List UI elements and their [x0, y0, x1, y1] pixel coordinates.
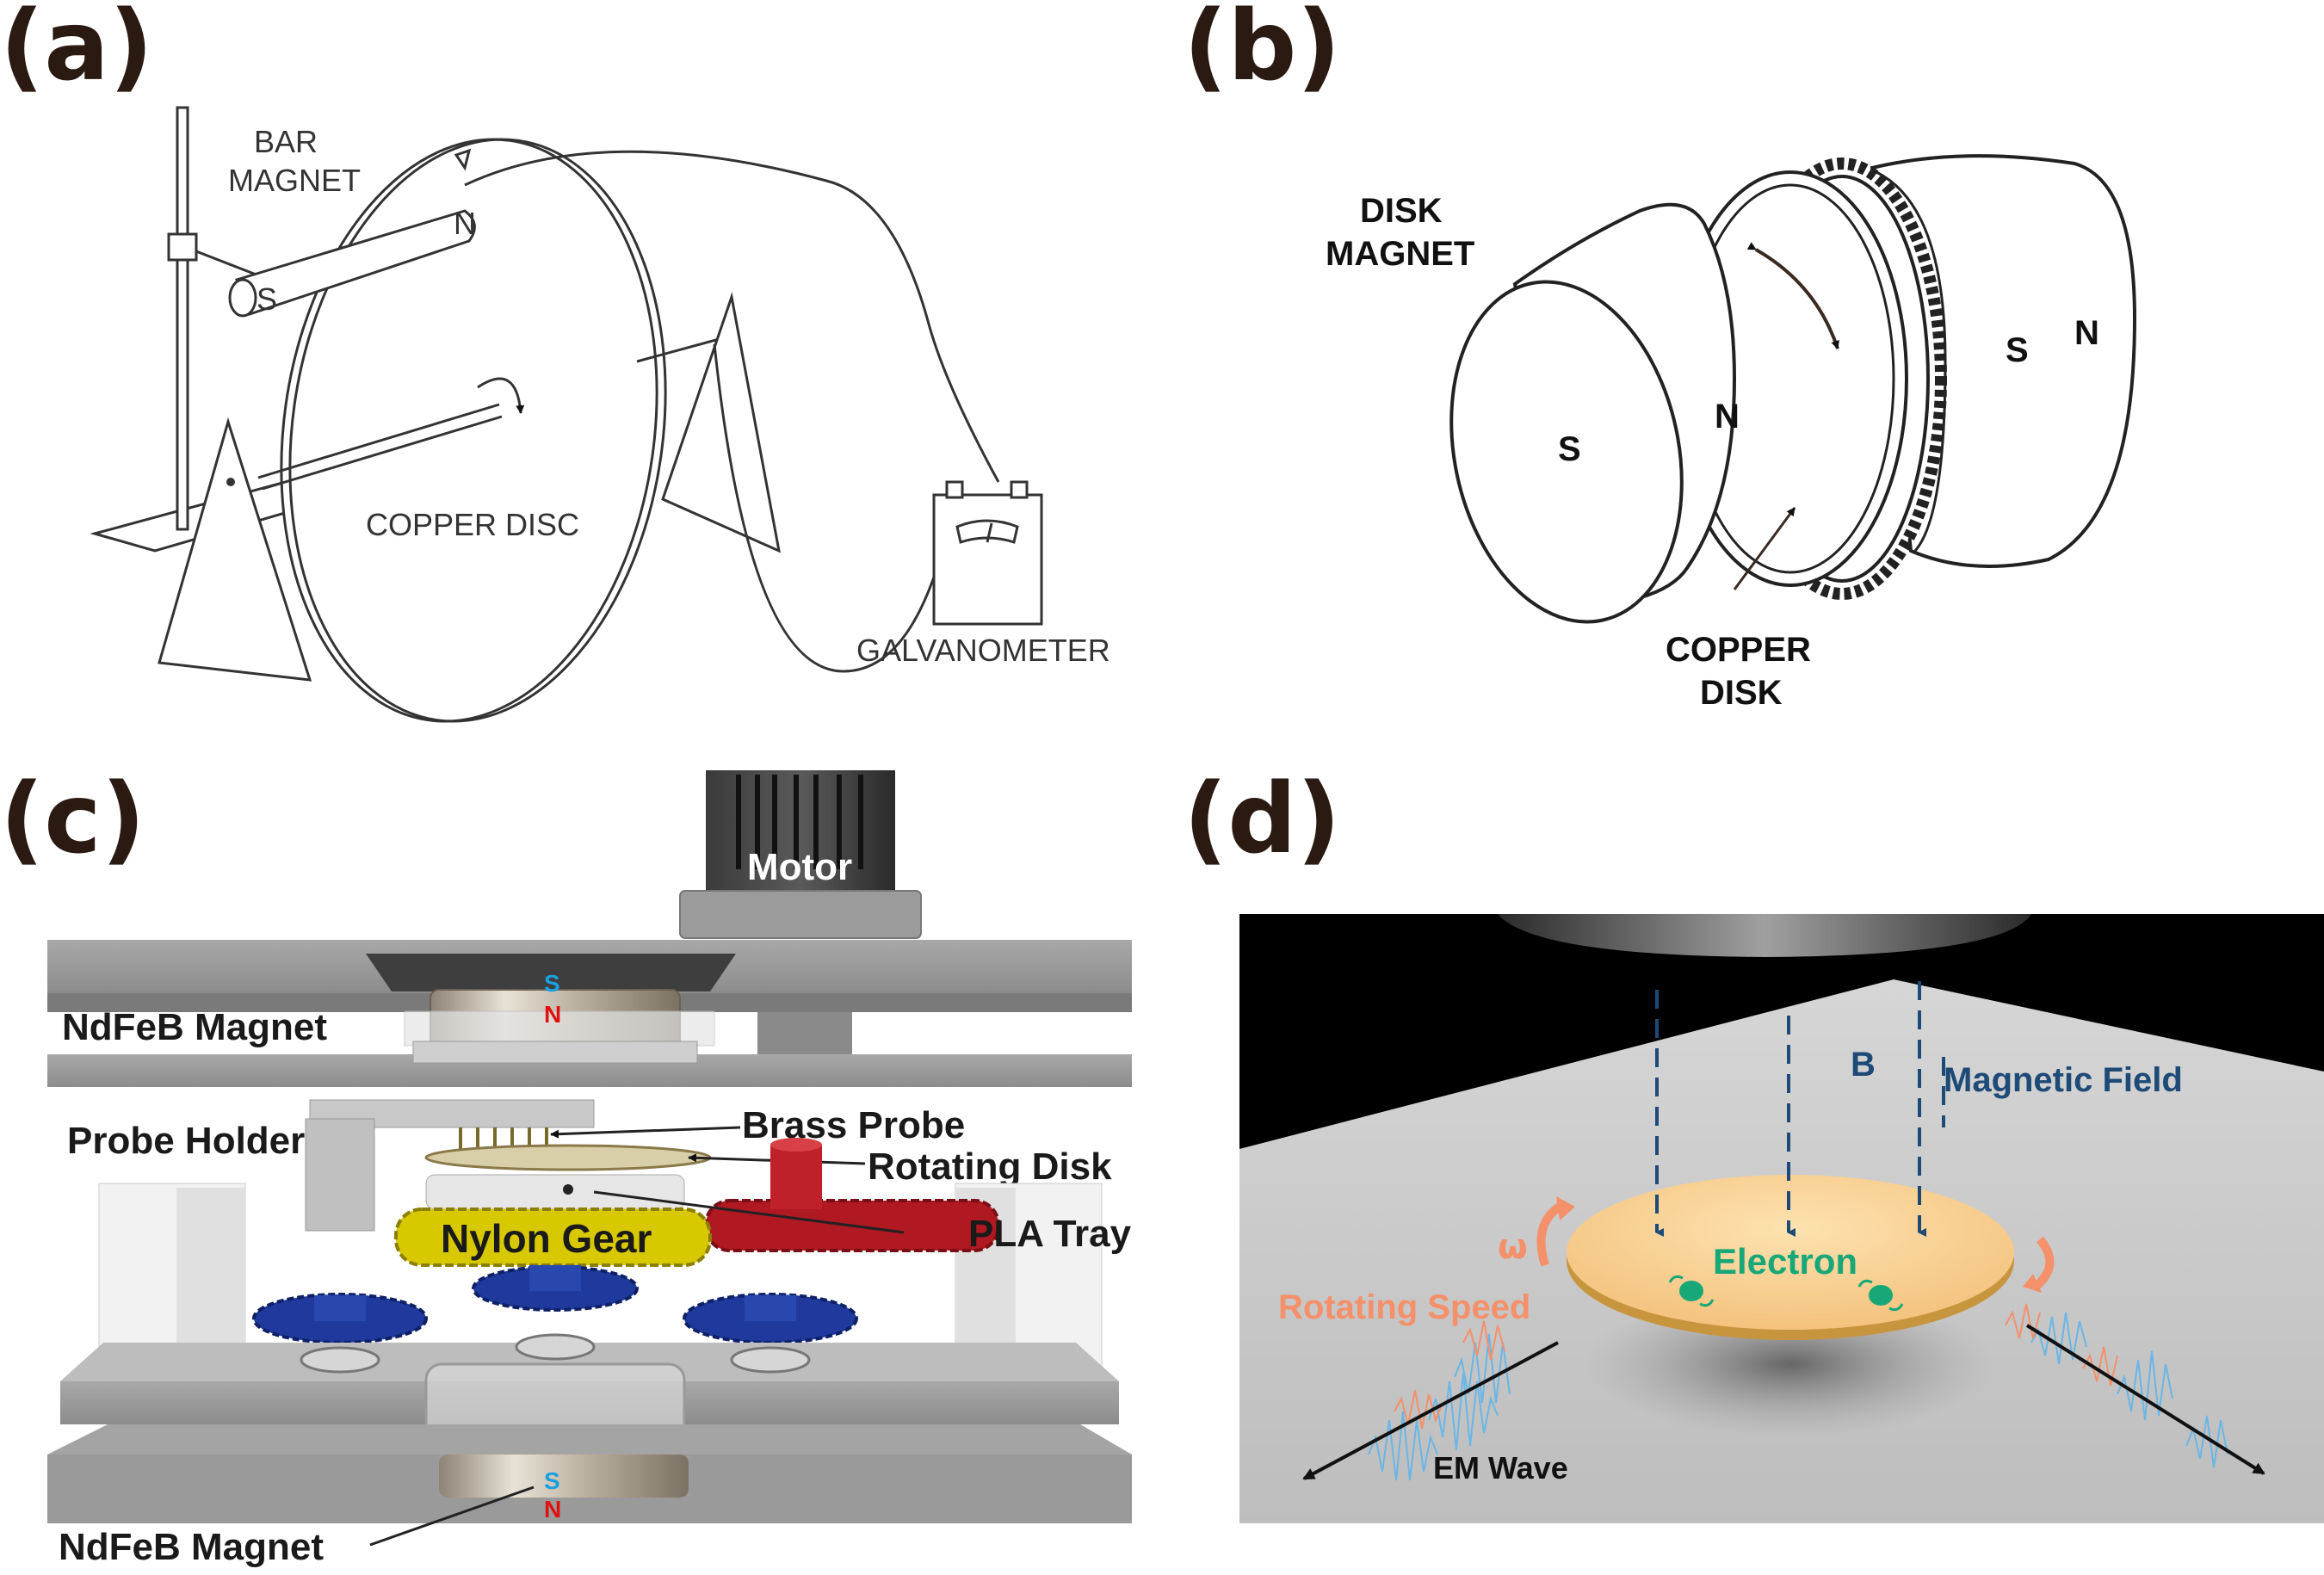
motor-mount	[679, 890, 922, 939]
brush-contact	[454, 148, 472, 171]
right-magnet-pole-s: S	[2006, 331, 2029, 369]
brass-probe-leader	[550, 1126, 741, 1139]
blue-gears	[252, 1265, 858, 1344]
copper-disc-edge	[288, 138, 667, 723]
label-brass-probe: Brass Probe	[742, 1104, 965, 1146]
copper-disk-leader	[1733, 507, 1796, 590]
galvanometer-needle	[986, 522, 993, 543]
wire-top	[464, 150, 1000, 483]
bar-magnet-pole-n: N	[454, 206, 476, 241]
label-pla-tray: PLA Tray	[968, 1213, 1132, 1255]
panel-d: (d) B Magnetic Field Electron	[1184, 763, 2324, 1523]
em-wave-arrow-left	[1302, 1341, 1559, 1480]
label-bottom-magnet: NdFeB Magnet	[59, 1526, 324, 1568]
label-omega: ω	[1498, 1227, 1528, 1267]
bottom-magnet-leader	[369, 1485, 535, 1547]
axle-left	[257, 403, 500, 479]
label-bar-magnet-1: BAR	[254, 124, 318, 159]
label-motor: Motor	[747, 846, 852, 888]
second-plate-clamp	[412, 1041, 698, 1064]
label-bar-magnet-2: MAGNET	[228, 163, 361, 198]
label-rotating-speed: Rotating Speed	[1278, 1288, 1530, 1326]
panel-a-letter: (a)	[0, 0, 153, 102]
label-copper-disc: COPPER DISC	[366, 507, 579, 542]
label-copper-disk-2: DISK	[1700, 674, 1783, 712]
right-magnet-pole-n: N	[2074, 314, 2099, 352]
galvanometer	[932, 493, 1043, 626]
wire-bottom	[713, 343, 949, 673]
label-disk-magnet-1: DISK	[1360, 192, 1443, 230]
pla-tray	[425, 1174, 685, 1210]
rotation-arrowhead-left	[1556, 1196, 1575, 1220]
probe-holder-post	[305, 1118, 375, 1232]
bottom-magnet-pole-s: S	[544, 1467, 560, 1494]
rotation-arrow-left	[1536, 1201, 1565, 1267]
panel-d-letter: (d)	[1184, 763, 1341, 875]
rotation-arrow-b	[1746, 242, 1839, 349]
red-gear-hub-top	[770, 1138, 822, 1152]
panel-a: (a) S N BAR MAGNE	[0, 0, 1110, 723]
red-gear-hub	[770, 1145, 822, 1209]
label-disk-magnet-2: MAGNET	[1326, 235, 1474, 273]
bottom-magnet-pole-n: N	[544, 1496, 561, 1522]
motor-fins	[736, 775, 863, 869]
label-galvanometer: GALVANOMETER	[856, 633, 1110, 668]
panel-b: (b) DISK MAGNET S N S N COPPER DISK	[1184, 0, 2137, 712]
galvanometer-terminal-2	[1010, 480, 1029, 499]
panel-b-letter: (b)	[1184, 0, 1341, 102]
scene-dark-wall	[1239, 914, 2324, 1149]
left-support-pivot	[226, 478, 235, 486]
clamp-arm	[195, 250, 259, 277]
stand-rod	[176, 106, 189, 531]
label-top-magnet: NdFeB Magnet	[62, 1006, 327, 1048]
left-magnet-pole-s: S	[1558, 430, 1581, 468]
label-electron: Electron	[1713, 1241, 1857, 1282]
copper-disk-d	[1567, 1175, 2014, 1330]
bar-magnet	[235, 209, 476, 316]
rotating-disk	[424, 1144, 712, 1171]
bottom-plate-top	[47, 1424, 1132, 1455]
label-b-field: B	[1851, 1046, 1876, 1084]
bearings	[300, 1333, 811, 1374]
rod-clamp	[167, 232, 198, 262]
rotation-arrow	[477, 377, 525, 414]
em-wave-arrow-right	[2025, 1324, 2265, 1475]
bar-magnet-end	[228, 278, 257, 318]
pla-tray-leader	[593, 1190, 905, 1234]
left-support	[158, 417, 312, 682]
electrons	[1668, 1275, 1904, 1312]
field-lines	[1655, 981, 1926, 1237]
label-em-wave: EM Wave	[1433, 1450, 1568, 1485]
label-probe-holder: Probe Holder	[67, 1120, 305, 1162]
label-rotating-disk: Rotating Disk	[868, 1146, 1112, 1188]
left-magnet-pole-n: N	[1715, 398, 1740, 435]
rotation-arrowhead-right	[2023, 1274, 2042, 1293]
galvanometer-terminal-1	[945, 480, 964, 499]
em-wave-right-orange	[2005, 1303, 2118, 1387]
top-magnet-pole-s: S	[544, 970, 560, 997]
em-wave-left-orange	[1394, 1320, 1505, 1430]
panel-c-letter: (c)	[0, 763, 145, 875]
pla-tray-leader-dot	[563, 1184, 573, 1195]
nylon-gear	[394, 1208, 712, 1267]
label-nylon-gear: Nylon Gear	[441, 1216, 652, 1261]
rotation-arrow-right	[2032, 1236, 2055, 1290]
top-magnet-pole-n: N	[544, 1001, 561, 1028]
top-magnet-d	[1498, 914, 2031, 957]
top-plate-recess	[366, 954, 736, 991]
bottom-magnet-face	[439, 1455, 689, 1498]
disk-magnet-left-face	[1449, 280, 1684, 624]
panel-c: (c) Motor S N NdFeB Magnet Probe Holder	[0, 763, 1132, 1568]
disk-magnet-right-face	[1876, 170, 1947, 552]
axle-left-2	[262, 415, 503, 491]
em-wave-left	[1368, 1333, 1511, 1481]
right-support	[661, 292, 781, 553]
bar-magnet-pole-s: S	[257, 281, 277, 317]
label-magnetic-field: Magnetic Field	[1944, 1061, 2183, 1099]
label-copper-disk-1: COPPER	[1666, 631, 1811, 669]
galvanometer-dial	[955, 519, 1019, 544]
